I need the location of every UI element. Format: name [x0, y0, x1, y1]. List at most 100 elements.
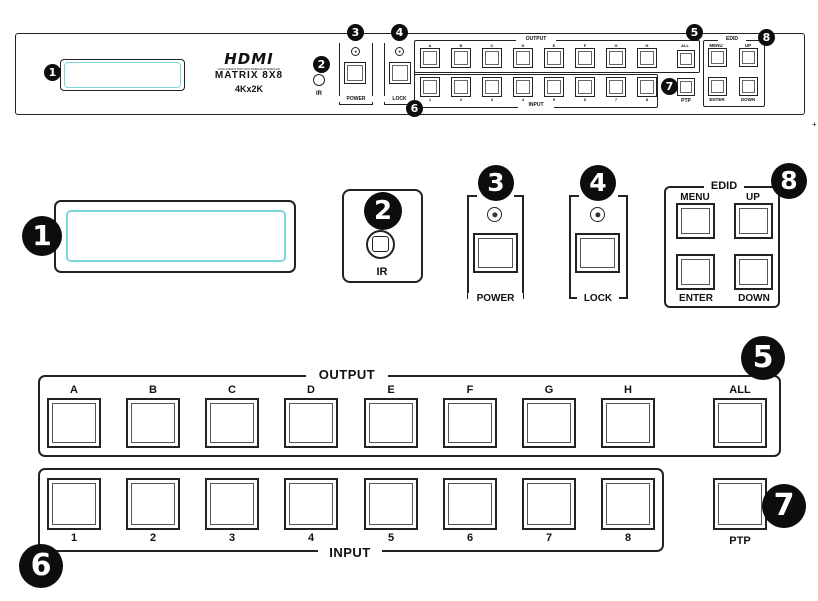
enter-label: ENTER — [679, 293, 713, 304]
ir-sensor-icon-large — [366, 230, 395, 259]
power-led-small — [351, 47, 360, 56]
output-button-a[interactable] — [47, 398, 101, 448]
callout-5: 5 — [741, 336, 785, 380]
ir-sensor-window — [372, 236, 389, 252]
power-button-small[interactable] — [344, 62, 366, 84]
output-label-d: D — [307, 384, 315, 396]
input-button-6[interactable] — [443, 478, 497, 530]
output-button-all[interactable] — [713, 398, 767, 448]
callout-2: 2 — [364, 192, 402, 230]
enter-label-small: ENTER — [709, 97, 725, 102]
input-button-8[interactable] — [601, 478, 655, 530]
lock-top-right — [618, 195, 628, 197]
output-label-a-small: A — [428, 43, 432, 48]
ir-sensor-icon — [313, 74, 325, 86]
input-label-7-small: 7 — [614, 97, 618, 102]
input-label-6: 6 — [466, 532, 474, 544]
down-label: DOWN — [738, 293, 770, 304]
output-button-g-small[interactable] — [606, 48, 626, 68]
output-button-d-small[interactable] — [513, 48, 533, 68]
crosshair-mark-icon: + — [812, 120, 817, 129]
input-button-8-small[interactable] — [637, 77, 657, 97]
input-button-4[interactable] — [284, 478, 338, 530]
output-button-g[interactable] — [522, 398, 576, 448]
lcd-window — [66, 210, 286, 262]
output-label-all-small: ALL — [681, 43, 689, 48]
lock-button-small[interactable] — [389, 62, 411, 84]
output-label-e-small: E — [552, 43, 556, 48]
input-button-7[interactable] — [522, 478, 576, 530]
input-label-5: 5 — [387, 532, 395, 544]
menu-label-small: MENU — [709, 43, 723, 48]
output-button-b-small[interactable] — [451, 48, 471, 68]
input-label: INPUT — [318, 545, 382, 560]
input-button-3-small[interactable] — [482, 77, 502, 97]
output-button-a-small[interactable] — [420, 48, 440, 68]
resolution-label: 4Kx2K — [234, 84, 263, 94]
ir-label-small: IR — [316, 91, 322, 97]
output-label-all: ALL — [729, 384, 751, 396]
output-label-d-small: D — [521, 43, 525, 48]
input-button-2-small[interactable] — [451, 77, 471, 97]
output-button-e[interactable] — [364, 398, 418, 448]
input-button-6-small[interactable] — [575, 77, 595, 97]
front-lcd-window — [64, 62, 181, 88]
output-button-e-small[interactable] — [544, 48, 564, 68]
output-label-h: H — [624, 384, 632, 396]
input-button-5-small[interactable] — [544, 77, 564, 97]
power-label-small: POWER — [337, 96, 375, 102]
ptp-button-small[interactable] — [677, 78, 695, 96]
input-button-1-small[interactable] — [420, 77, 440, 97]
output-button-h[interactable] — [601, 398, 655, 448]
input-button-2[interactable] — [126, 478, 180, 530]
callout-8-small: 8 — [758, 29, 775, 46]
output-button-h-small[interactable] — [637, 48, 657, 68]
callout-3: 3 — [478, 165, 514, 201]
input-label-1-small: 1 — [428, 97, 432, 102]
input-label-5-small: 5 — [552, 97, 556, 102]
power-label: POWER — [468, 293, 523, 304]
up-label-small: UP — [744, 43, 752, 48]
output-group-small — [414, 40, 700, 73]
output-button-f[interactable] — [443, 398, 497, 448]
input-label-3-small: 3 — [490, 97, 494, 102]
input-button-1[interactable] — [47, 478, 101, 530]
down-label-small: DOWN — [740, 97, 756, 102]
lock-label: LOCK — [577, 293, 619, 304]
menu-button[interactable] — [676, 203, 715, 239]
ir-label: IR — [376, 266, 388, 278]
output-button-b[interactable] — [126, 398, 180, 448]
output-label-a: A — [70, 384, 78, 396]
up-button[interactable] — [734, 203, 773, 239]
ptp-button[interactable] — [713, 478, 767, 530]
callout-4: 4 — [580, 165, 616, 201]
input-label-7: 7 — [545, 532, 553, 544]
output-button-all-small[interactable] — [677, 50, 695, 68]
input-label-2: 2 — [149, 532, 157, 544]
enter-button-small[interactable] — [708, 77, 727, 96]
output-label-b: B — [149, 384, 157, 396]
output-button-c[interactable] — [205, 398, 259, 448]
output-button-d[interactable] — [284, 398, 338, 448]
callout-2-small: 2 — [313, 56, 330, 73]
output-label: OUTPUT — [306, 367, 388, 382]
enter-button[interactable] — [676, 254, 715, 290]
callout-6: 6 — [19, 544, 63, 588]
input-button-7-small[interactable] — [606, 77, 626, 97]
up-button-small[interactable] — [739, 48, 758, 67]
input-label-6-small: 6 — [583, 97, 587, 102]
output-button-c-small[interactable] — [482, 48, 502, 68]
input-button-4-small[interactable] — [513, 77, 533, 97]
power-top-right — [514, 195, 524, 197]
input-label-8-small: 8 — [645, 97, 649, 102]
output-label-f: F — [466, 384, 474, 396]
input-button-3[interactable] — [205, 478, 259, 530]
power-button[interactable] — [473, 233, 518, 273]
lock-button[interactable] — [575, 233, 620, 273]
menu-button-small[interactable] — [708, 48, 727, 67]
input-button-5[interactable] — [364, 478, 418, 530]
down-button-small[interactable] — [739, 77, 758, 96]
down-button[interactable] — [734, 254, 773, 290]
output-button-f-small[interactable] — [575, 48, 595, 68]
edid-label-small: EDID — [718, 36, 746, 42]
